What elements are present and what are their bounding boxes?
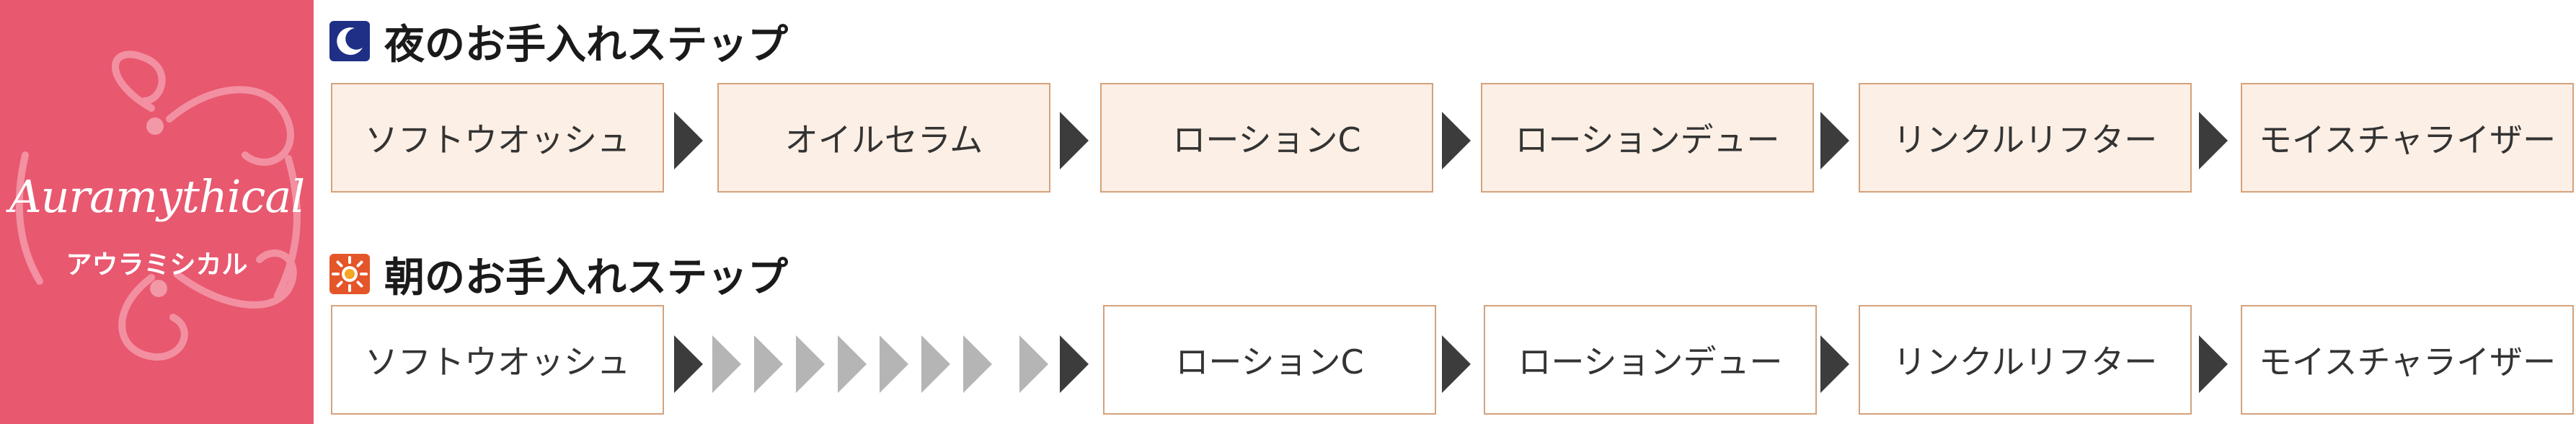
morning-step-2: ローションC: [1103, 305, 1436, 415]
night-step-4: ローションデュー: [1481, 83, 1814, 193]
night-step-5: リンクルリフター: [1859, 83, 2192, 193]
arrow-right-icon: [712, 335, 741, 393]
arrow-right-icon: [1820, 112, 1849, 169]
arrow-right-icon: [1442, 112, 1471, 169]
arrow-right-icon: [796, 335, 825, 393]
morning-step-3: ローションデュー: [1484, 305, 1817, 415]
morning-step-1: ソフトウオッシュ: [331, 305, 664, 415]
night-step-1: ソフトウオッシュ: [331, 83, 664, 193]
night-step-3: ローションC: [1100, 83, 1433, 193]
arrow-right-icon: [1060, 112, 1089, 169]
arrow-right-icon: [921, 335, 950, 393]
arrow-right-icon: [754, 335, 783, 393]
arrow-right-icon: [880, 335, 908, 393]
arrow-right-icon: [1442, 335, 1471, 393]
night-section-title: 夜のお手入れステップ: [384, 21, 788, 69]
ornament-swirl-decoration: [15, 50, 301, 361]
arrow-right-icon: [1019, 335, 1048, 393]
arrow-right-icon: [2199, 335, 2228, 393]
morning-section-title: 朝のお手入れステップ: [384, 254, 788, 301]
brand-name: Auramythical: [9, 170, 305, 223]
sun-icon: [329, 254, 370, 294]
arrow-right-icon: [674, 335, 703, 393]
arrow-right-icon: [838, 335, 867, 393]
brand-kana: アウラミシカル: [66, 250, 248, 280]
morning-step-4: リンクルリフター: [1859, 305, 2192, 415]
moon-icon: [329, 21, 370, 61]
arrow-right-icon: [963, 335, 992, 393]
night-step-2: オイルセラム: [717, 83, 1050, 193]
arrow-right-icon: [1060, 335, 1089, 393]
night-section-header: 夜のお手入れステップ: [329, 16, 788, 69]
night-step-6: モイスチャライザー: [2241, 83, 2574, 193]
arrow-right-icon: [2199, 112, 2228, 169]
brand-panel: Auramythical アウラミシカル: [0, 0, 314, 424]
arrow-right-icon: [674, 112, 703, 169]
morning-section-header: 朝のお手入れステップ: [329, 249, 788, 301]
morning-step-5: モイスチャライザー: [2241, 305, 2574, 415]
arrow-right-icon: [1820, 335, 1849, 393]
